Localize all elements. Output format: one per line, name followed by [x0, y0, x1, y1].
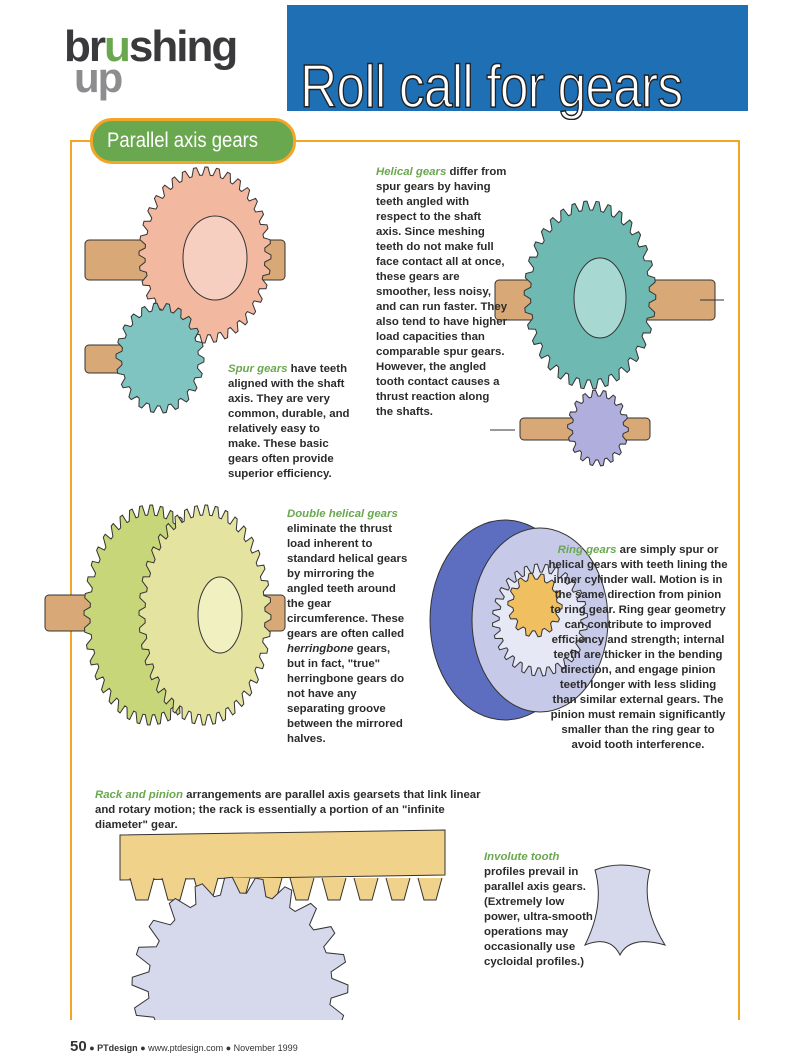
body: profiles prevail in parallel axis gears.… — [484, 866, 593, 968]
issue-date: November 1999 — [233, 1043, 298, 1053]
spur-gear-small-icon — [115, 302, 205, 414]
involute-tooth-icon — [583, 864, 667, 957]
logo-part: br — [64, 22, 106, 71]
helical-gear-small-icon — [567, 389, 629, 467]
body: are simply spur or helical gears with te… — [548, 544, 728, 751]
body: have teeth aligned with the shaft axis. … — [228, 363, 350, 480]
hub — [182, 215, 248, 301]
page-title: Roll call for gears — [299, 52, 683, 121]
lead: Spur gears — [228, 363, 288, 375]
bullet: ● — [225, 1043, 232, 1053]
hub — [573, 257, 627, 339]
body-italic: herringbone — [287, 643, 354, 655]
double-helical-text: Double helical gears eliminate the thrus… — [287, 507, 409, 747]
involute-text: Involute tooth profiles prevail in paral… — [484, 850, 596, 970]
ring-gears-text: Ring gears are simply spur or helical ge… — [548, 543, 728, 753]
lead: Ring gears — [557, 544, 617, 556]
section-label: Parallel axis gears — [90, 118, 296, 164]
bullet: ● — [89, 1043, 95, 1053]
rack-pinion-text: Rack and pinion arrangements are paralle… — [95, 788, 490, 833]
website-link[interactable]: www.ptdesign.com — [148, 1043, 224, 1053]
lead: Helical gears — [376, 166, 447, 178]
header-banner — [287, 5, 748, 111]
hub — [197, 576, 243, 654]
helical-gears-text: Helical gears differ from spur gears by … — [376, 165, 508, 420]
logo-up: up — [74, 54, 123, 101]
pinion-gear-icon — [507, 572, 563, 638]
page-number: 50 — [70, 1038, 87, 1055]
publication-name: PTdesign — [97, 1043, 138, 1053]
logo-part: shing — [128, 22, 238, 71]
logo-brushing: brushing — [64, 22, 238, 72]
rack-icon — [119, 829, 446, 881]
body: arrangements are parallel axis gearsets … — [95, 789, 481, 831]
bullet: ● — [140, 1043, 146, 1053]
lead: Involute tooth — [484, 851, 560, 863]
spur-gears-text: Spur gears have teeth aligned with the s… — [228, 362, 353, 482]
body: eliminate the thrust load inherent to st… — [287, 523, 408, 640]
section-label-text: Parallel axis gears — [107, 129, 259, 152]
page-footer: 50 ● PTdesign ● www.ptdesign.com ● Novem… — [70, 1038, 298, 1055]
pinion-gear-icon — [131, 876, 349, 1060]
body: differ from spur gears by having teeth a… — [376, 166, 508, 418]
body: gears, but in fact, "true" herringbone g… — [287, 643, 405, 745]
mask — [0, 1020, 792, 1060]
logo-part: u — [104, 22, 131, 71]
lead: Rack and pinion — [95, 789, 183, 801]
lead: Double helical gears — [287, 508, 398, 520]
